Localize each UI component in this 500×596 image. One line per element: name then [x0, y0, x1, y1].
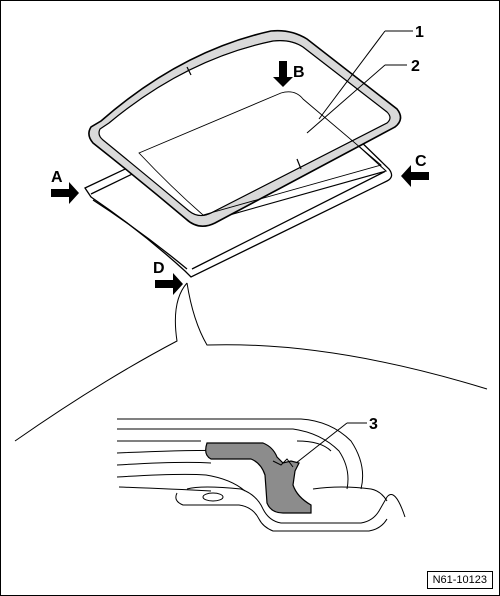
seal-profile	[205, 442, 312, 514]
callout-3-label: 3	[369, 416, 378, 433]
reference-code-badge: N61-10123	[426, 571, 493, 589]
callout-2-label: 2	[411, 58, 420, 75]
arrow-a-label: A	[51, 169, 63, 186]
detail-section	[116, 418, 406, 532]
arrow-a	[51, 182, 79, 204]
detail-bubble	[14, 282, 488, 442]
arrow-d	[155, 273, 183, 295]
callout-1-label: 1	[415, 24, 424, 41]
arrow-c-label: C	[415, 153, 427, 170]
seal-frame	[88, 29, 402, 227]
arrow-b	[273, 61, 293, 87]
arrow-c	[401, 165, 429, 187]
arrow-d-label: D	[153, 260, 165, 277]
arrow-b-label: B	[293, 64, 305, 81]
